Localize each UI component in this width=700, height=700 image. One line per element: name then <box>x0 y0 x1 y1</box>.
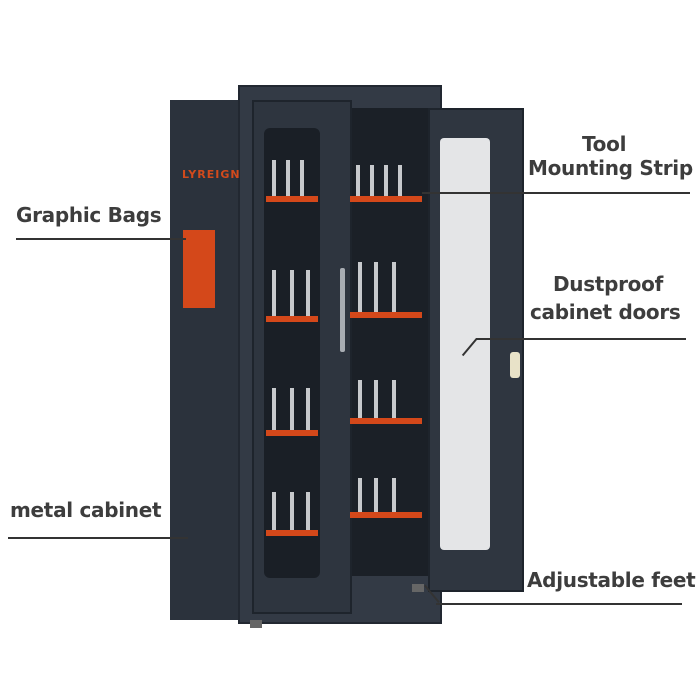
right-door-glass <box>440 138 490 550</box>
tool-strip <box>266 430 318 436</box>
tool-strip <box>350 418 422 424</box>
callout-tool-label-line1: Tool <box>582 132 627 156</box>
tool-holder <box>392 478 396 512</box>
callout-line-graphic-bags <box>16 238 186 240</box>
adjustable-foot <box>250 620 262 628</box>
adjustable-foot <box>412 584 424 592</box>
tool-holder <box>358 262 362 312</box>
tool-holder <box>300 160 304 196</box>
tool-holder <box>358 380 362 418</box>
tool-holder <box>272 160 276 196</box>
tool-holder <box>272 492 276 530</box>
tool-holder <box>290 270 294 316</box>
callout-metal-cabinet-label: metal cabinet <box>10 498 162 522</box>
callout-line-metal-cabinet <box>8 537 188 539</box>
tool-strip <box>350 312 422 318</box>
tool-holder <box>306 492 310 530</box>
graphic-bag-holder <box>183 230 215 308</box>
tool-holder <box>290 388 294 430</box>
tool-holder <box>290 492 294 530</box>
callout-tool-label-line2: Mounting Strip <box>528 156 693 180</box>
brand-logo: LYREIGN <box>182 168 241 181</box>
tool-strip <box>266 530 318 536</box>
tool-holder <box>286 160 290 196</box>
tool-holder <box>356 165 360 196</box>
cabinet-side-panel <box>170 100 250 620</box>
tool-holder <box>374 380 378 418</box>
door-latch <box>510 352 520 378</box>
tool-holder <box>358 478 362 512</box>
tool-holder <box>374 478 378 512</box>
tool-holder <box>392 262 396 312</box>
door-handle <box>340 268 345 352</box>
tool-strip <box>266 196 318 202</box>
callout-line-feet <box>436 603 682 605</box>
tool-holder <box>370 165 374 196</box>
cabinet-interior <box>350 108 428 576</box>
tool-holder <box>374 262 378 312</box>
tool-holder <box>398 165 402 196</box>
callout-line-tool-strip <box>422 192 690 194</box>
tool-strip <box>350 512 422 518</box>
tool-strip <box>266 316 318 322</box>
tool-holder <box>306 388 310 430</box>
tool-holder <box>272 388 276 430</box>
callout-graphic-bags-label: Graphic Bags <box>16 203 162 227</box>
tool-holder <box>272 270 276 316</box>
callout-doors-label-line1: Dustproof <box>553 272 663 296</box>
tool-holder <box>306 270 310 316</box>
tool-holder <box>392 380 396 418</box>
callout-doors-label-line2: cabinet doors <box>530 300 681 324</box>
tool-strip <box>350 196 422 202</box>
tool-holder <box>384 165 388 196</box>
callout-feet-label: Adjustable feet <box>527 568 696 592</box>
callout-line-doors <box>476 338 686 340</box>
